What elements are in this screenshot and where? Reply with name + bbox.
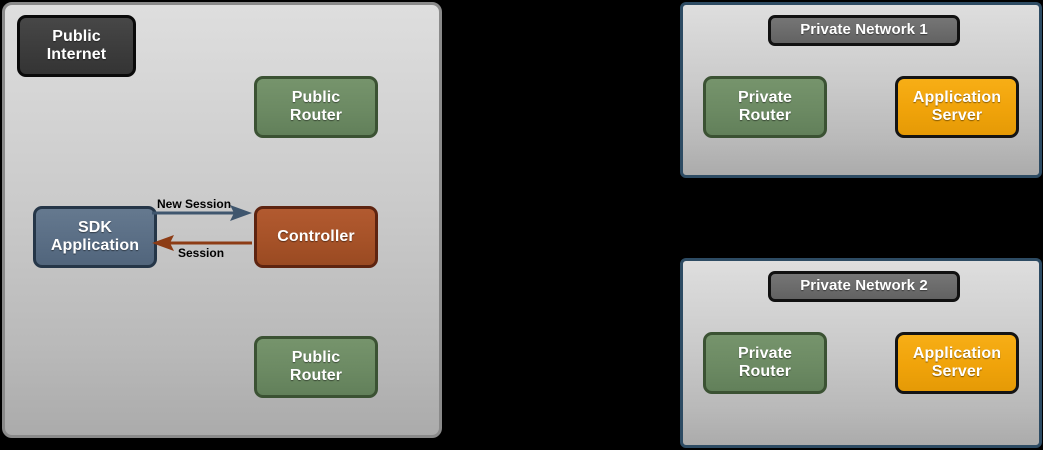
node-public-router-bottom[interactable]: Public Router: [254, 336, 378, 398]
private-network-1-header: Private Network 1: [768, 15, 960, 46]
node-application-server-1[interactable]: Application Server: [895, 76, 1019, 138]
node-public-internet[interactable]: Public Internet: [17, 15, 136, 77]
node-public-router-top[interactable]: Public Router: [254, 76, 378, 138]
node-sdk-application[interactable]: SDK Application: [33, 206, 157, 268]
private-network-2-header: Private Network 2: [768, 271, 960, 302]
edge-label-session: Session: [178, 246, 225, 260]
edge-label-new-session: New Session: [157, 197, 232, 211]
private-network-2-panel: Private Network 2 Private Router Applica…: [680, 258, 1042, 448]
node-private-router-2[interactable]: Private Router: [703, 332, 827, 394]
node-application-server-2[interactable]: Application Server: [895, 332, 1019, 394]
node-controller[interactable]: Controller: [254, 206, 378, 268]
public-internet-zone-panel: Public Internet Public Router SDK Applic…: [2, 2, 442, 438]
private-network-1-panel: Private Network 1 Private Router Applica…: [680, 2, 1042, 178]
node-private-router-1[interactable]: Private Router: [703, 76, 827, 138]
